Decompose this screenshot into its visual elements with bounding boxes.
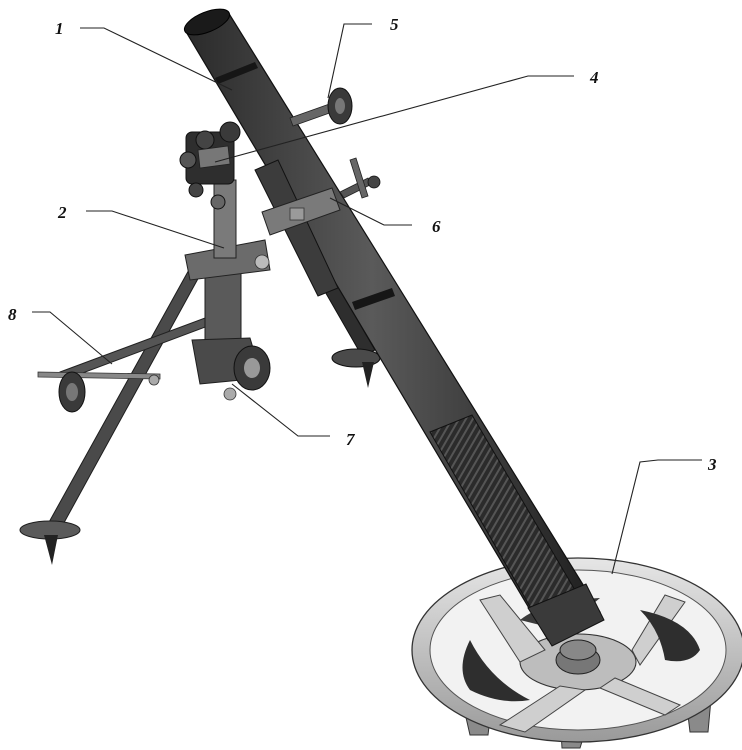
barrel-clamp	[261, 157, 381, 236]
callout-labels: 1 2 3 4 5 6 7 8	[8, 15, 717, 474]
leader-line-4	[214, 75, 574, 163]
callout-7: 7	[346, 430, 356, 449]
leader-line-8	[32, 311, 113, 365]
traversing-handwheel	[289, 87, 353, 127]
leader-line-1	[80, 27, 233, 91]
shock-absorber	[254, 159, 339, 297]
barrel	[183, 8, 605, 661]
callout-5: 5	[390, 15, 399, 34]
callout-1: 1	[55, 19, 64, 38]
sight	[179, 121, 241, 210]
leader-line-6	[329, 197, 412, 226]
callout-8: 8	[8, 305, 17, 324]
leader-lines	[32, 23, 702, 575]
baseplate	[411, 557, 742, 749]
callout-6: 6	[432, 217, 441, 236]
leader-line-3	[611, 459, 702, 575]
callout-2: 2	[57, 203, 67, 222]
leader-line-7	[231, 383, 330, 437]
callout-3: 3	[707, 455, 717, 474]
callout-4: 4	[589, 68, 599, 87]
leader-line-2	[86, 210, 225, 249]
leader-line-5	[327, 23, 372, 99]
